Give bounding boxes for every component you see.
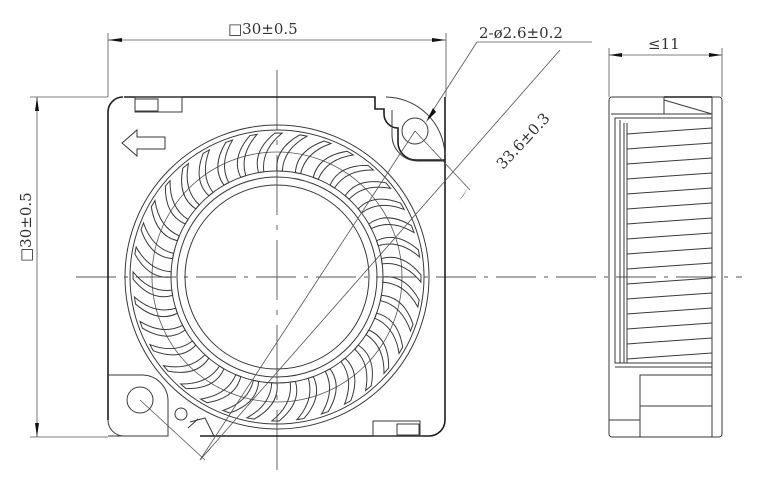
- slat: [626, 232, 713, 240]
- slat-area: [614, 117, 713, 364]
- blade: [382, 276, 420, 309]
- side-view: ≤11: [608, 35, 723, 438]
- blade: [375, 236, 421, 259]
- blade: [256, 132, 284, 174]
- hub-ring-inner: [184, 184, 370, 370]
- blade: [368, 217, 415, 234]
- blade: [164, 179, 189, 225]
- slat: [626, 187, 713, 195]
- bottom-left-lug: [107, 374, 169, 437]
- blade: [150, 199, 180, 242]
- blade: [134, 245, 172, 278]
- slat: [626, 247, 713, 255]
- airflow-arrow-icon: [121, 128, 166, 158]
- blade: [198, 148, 214, 197]
- thickness-label: ≤11: [648, 35, 680, 53]
- blade: [181, 162, 201, 210]
- top-right-lug: [385, 96, 446, 156]
- blade: [148, 340, 197, 356]
- slat: [626, 142, 713, 150]
- blade: [312, 150, 355, 180]
- small-hole: [174, 407, 188, 421]
- blade: [340, 357, 356, 406]
- blade: [236, 133, 259, 179]
- slat: [626, 307, 713, 315]
- front-dimensions: □30±0.5 □30±0.5 2-ø2.6±0.2 33.6±0.3: [17, 20, 592, 438]
- slat: [626, 292, 713, 300]
- side-slats: [626, 127, 713, 360]
- outer-ring-1: [124, 124, 430, 430]
- blade: [344, 181, 392, 201]
- blade: [140, 221, 175, 260]
- blade: [320, 368, 337, 415]
- blade: [179, 365, 225, 390]
- dim-line-diagonal: [199, 49, 561, 461]
- blade-mid-ring: [151, 151, 403, 403]
- hole-spacing-label: 33.6±0.3: [493, 109, 554, 172]
- mount-hole-label: 2-ø2.6±0.2: [479, 24, 563, 42]
- bottom-tab-right: [372, 420, 421, 437]
- slat: [626, 217, 713, 225]
- blade: [379, 294, 414, 333]
- mount-hole-bottom-left: [126, 386, 154, 414]
- slat: [626, 127, 713, 135]
- slat: [626, 262, 713, 270]
- blade: [221, 379, 260, 414]
- slat: [626, 322, 713, 330]
- side-body: [608, 96, 723, 438]
- blade: [217, 139, 234, 186]
- slat: [626, 352, 713, 360]
- bottom-tab-inner: [396, 423, 420, 436]
- mount-hole-top-right: [401, 117, 429, 145]
- blade: [139, 320, 186, 337]
- blade: [329, 164, 375, 189]
- slat: [626, 202, 713, 210]
- slat: [626, 157, 713, 165]
- top-tab-inner: [134, 98, 159, 112]
- hub-ring-outer: [176, 176, 378, 378]
- outer-ring-2: [129, 129, 425, 425]
- blade: [353, 344, 373, 392]
- blade: [245, 382, 278, 420]
- dim-height-label: □30±0.5: [17, 192, 35, 262]
- blade: [357, 198, 406, 214]
- blade: [365, 329, 390, 375]
- slat: [626, 337, 713, 345]
- blade: [374, 312, 404, 355]
- blade: [276, 134, 309, 172]
- frame-outline: [107, 96, 446, 437]
- blade: [270, 380, 298, 422]
- blade: [199, 374, 242, 404]
- blade: [295, 375, 318, 421]
- blade: [162, 353, 210, 373]
- front-view: [76, 49, 742, 478]
- blade: [380, 256, 422, 284]
- blade: [133, 295, 179, 318]
- slat: [626, 172, 713, 180]
- hole-diagonal-line: [199, 130, 416, 461]
- blade: [132, 270, 174, 298]
- dim-width-label: □30±0.5: [228, 20, 298, 38]
- slat: [626, 277, 713, 285]
- impeller-blades: [132, 132, 422, 422]
- blade: [294, 140, 333, 175]
